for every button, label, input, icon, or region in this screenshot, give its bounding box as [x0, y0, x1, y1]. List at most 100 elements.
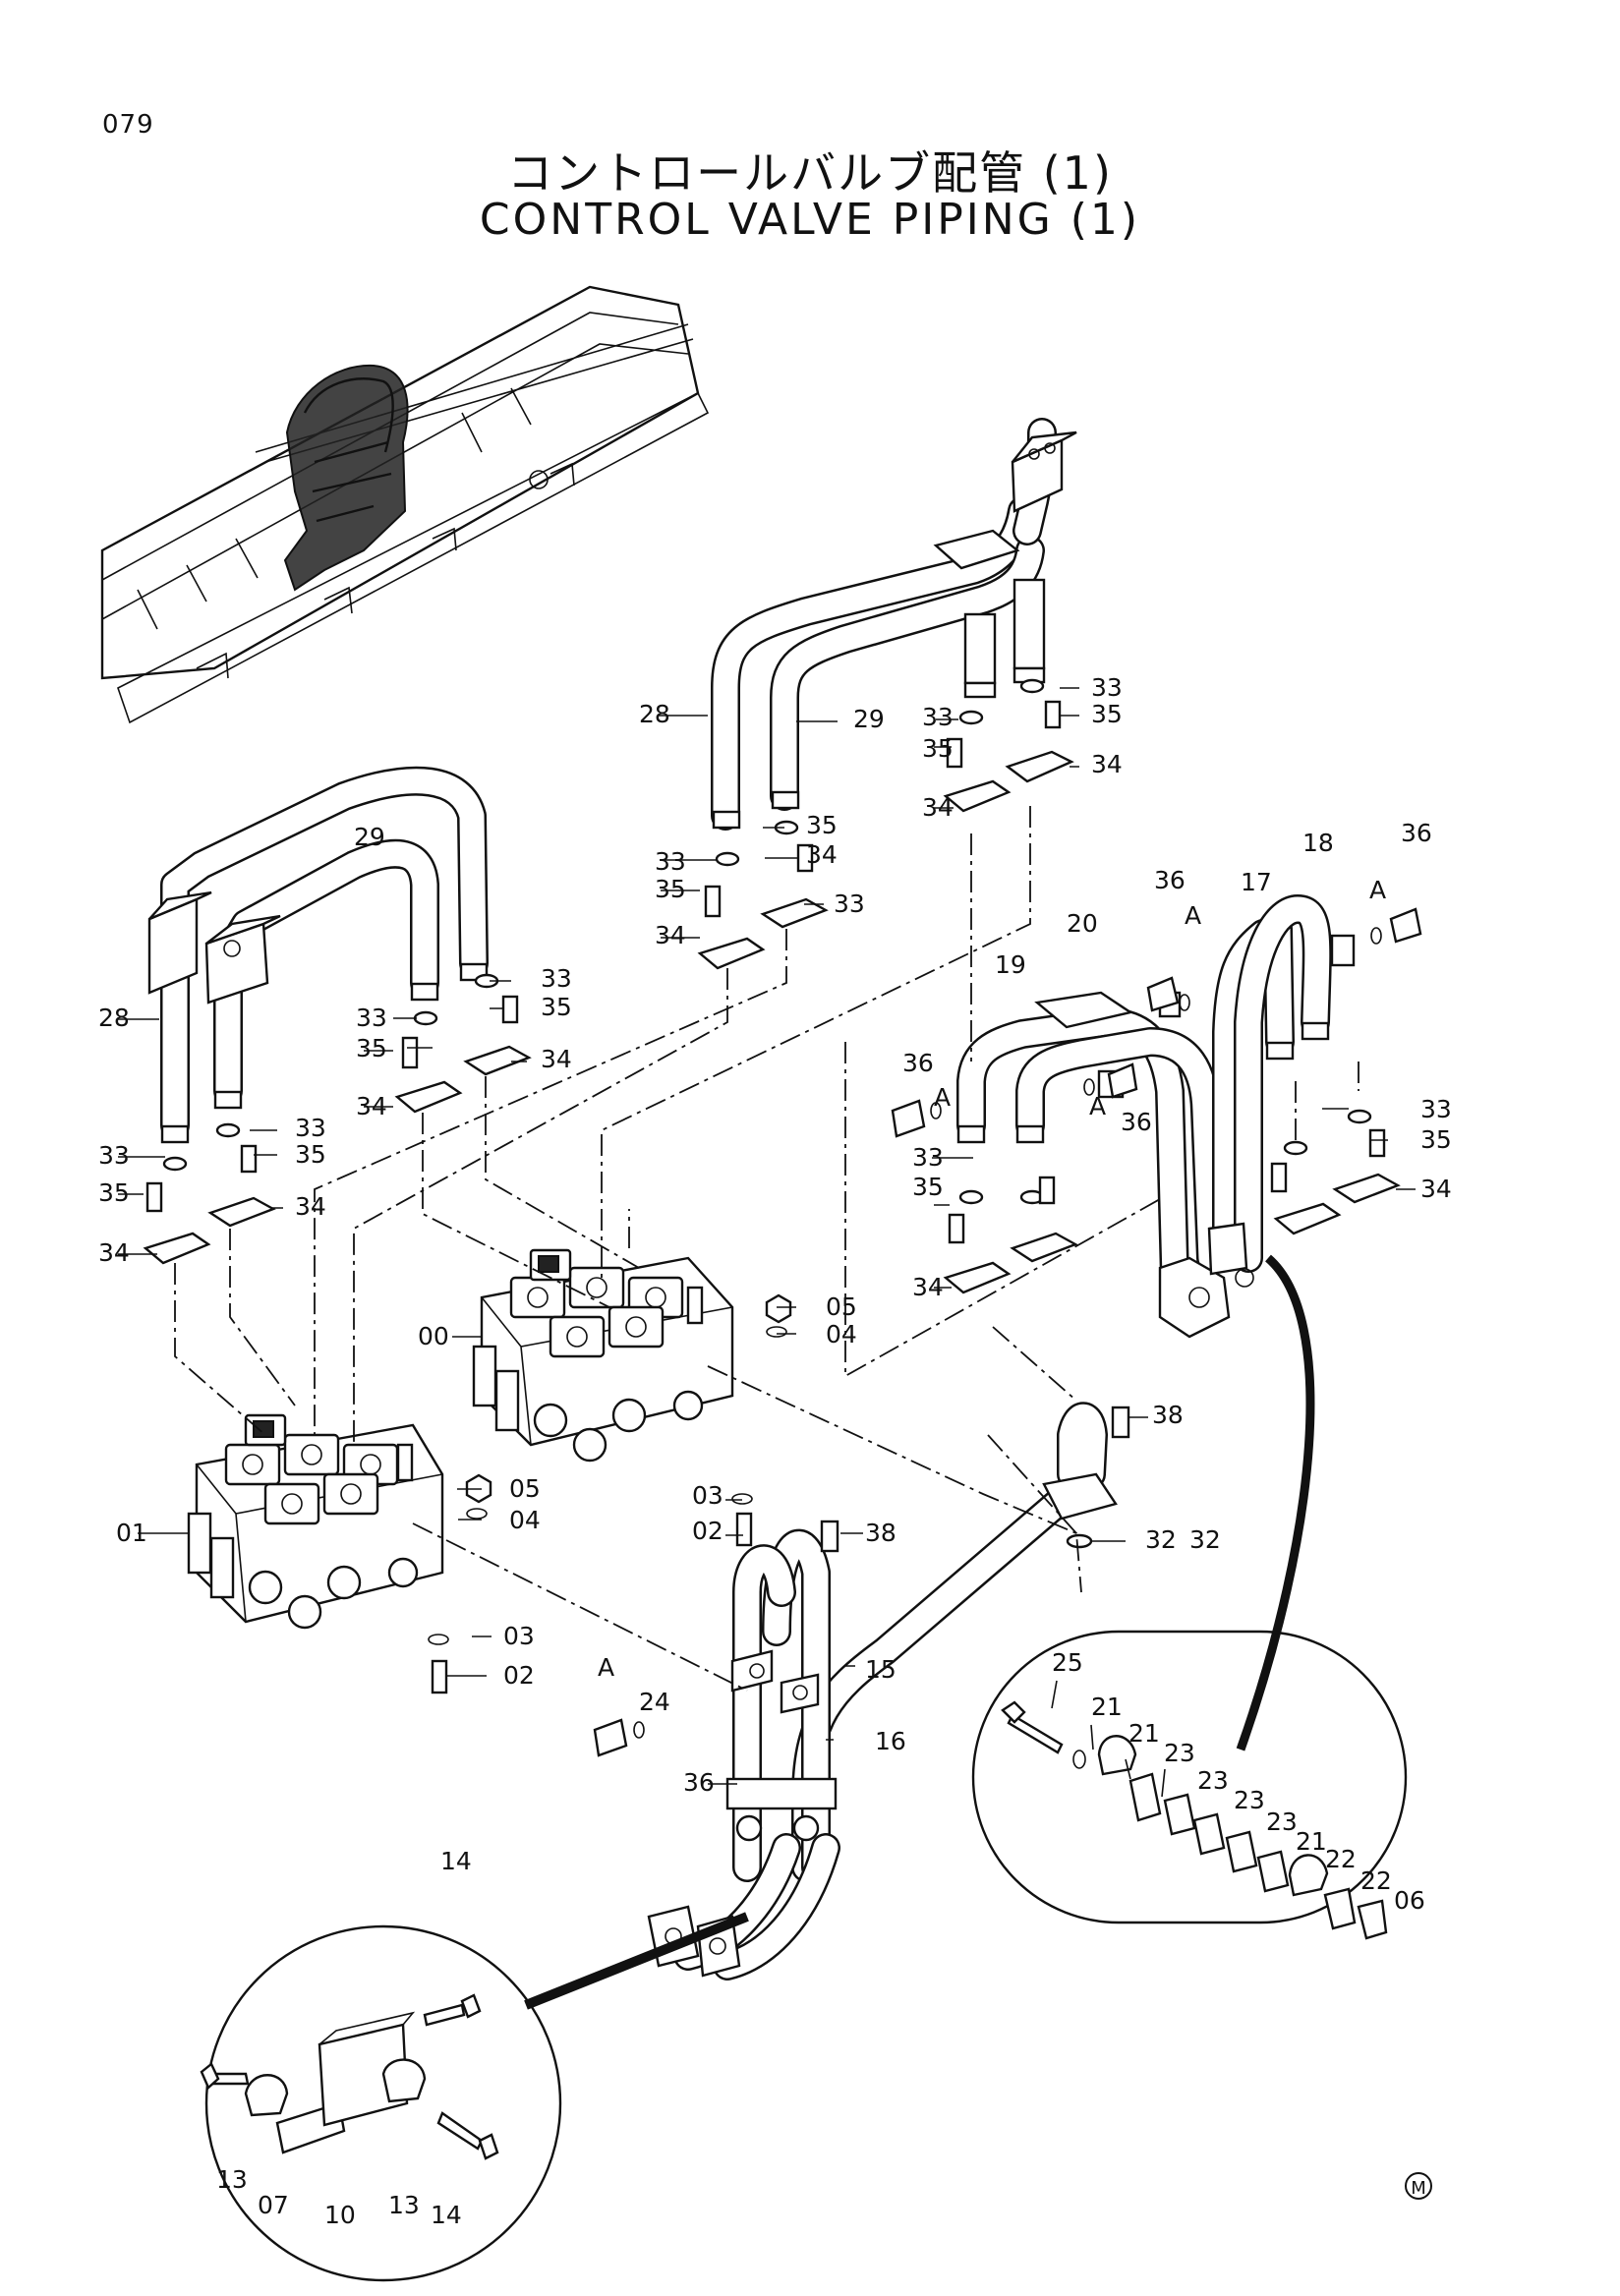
callout-label: 24: [639, 1688, 670, 1716]
callout-label: 34: [98, 1238, 130, 1267]
callout-label: 33: [912, 1143, 944, 1172]
pipe-group-right: [956, 894, 1356, 1339]
callout-label: 20: [1067, 909, 1098, 938]
callout-label: 34: [295, 1192, 326, 1221]
callout-label: 33: [834, 890, 865, 918]
callout-label: 32: [1189, 1525, 1221, 1554]
callout-label: 35: [655, 875, 686, 903]
callout-label: 34: [1091, 750, 1123, 778]
pipe-group-lower: [647, 1402, 1118, 1980]
callout-label: 17: [1241, 868, 1272, 896]
callout-label: 38: [1152, 1401, 1184, 1429]
callout-label: 23: [1197, 1766, 1229, 1795]
callout-label: 05: [826, 1292, 857, 1321]
callout-label: 34: [912, 1273, 944, 1301]
title-english: CONTROL VALVE PIPING (1): [479, 195, 1141, 245]
callout-label: 33: [1420, 1095, 1452, 1123]
control-valve-01: [187, 1413, 444, 1630]
callout-label: 34: [1420, 1175, 1452, 1203]
callout-label: 03: [503, 1622, 535, 1650]
callout-label: 16: [875, 1727, 906, 1755]
flange-groups: [143, 678, 1401, 1294]
callout-label: 34: [541, 1045, 572, 1073]
pipe-pair-left: [147, 766, 489, 1144]
callout-label: 36: [1121, 1108, 1152, 1136]
callout-label: 10: [324, 2201, 356, 2229]
callout-leaders: [118, 687, 1416, 1798]
callout-label: 23: [1234, 1786, 1265, 1814]
callout-label: 35: [1420, 1125, 1452, 1154]
callout-label: 33: [295, 1114, 326, 1142]
callout-label: 28: [98, 1004, 130, 1032]
callout-label: 36: [1401, 819, 1432, 847]
callout-label: 13: [388, 2191, 420, 2219]
callout-label: 38: [865, 1519, 897, 1547]
machine-frame-illustration: [100, 285, 710, 724]
callout-label: 04: [509, 1506, 541, 1534]
callout-label: 13: [216, 2165, 248, 2194]
callout-label: 14: [440, 1847, 472, 1875]
callout-label: 04: [826, 1320, 857, 1349]
callout-label: 28: [639, 700, 670, 728]
callout-label: A: [934, 1083, 951, 1112]
guide-lines: [174, 806, 1360, 1692]
callout-label: 14: [431, 2201, 462, 2229]
clamp-detail-callout: [971, 1630, 1408, 1940]
plug-fittings: [428, 907, 1422, 1757]
callout-label: 34: [922, 793, 954, 822]
callout-label: 21: [1091, 1693, 1123, 1721]
bracket-detail-callout: [200, 1912, 749, 2282]
callout-label: 02: [692, 1517, 723, 1545]
callout-label: 35: [295, 1140, 326, 1169]
title-japanese: コントロールバルブ配管 (1): [507, 146, 1113, 200]
callout-label: 36: [683, 1768, 715, 1797]
callout-label: A: [1185, 901, 1201, 930]
hose-line: [1236, 1254, 1315, 1751]
callout-label: 35: [912, 1173, 944, 1201]
callout-label: 35: [806, 811, 838, 839]
callout-label: 01: [116, 1519, 147, 1547]
callout-label: 23: [1164, 1739, 1195, 1767]
callout-label: 22: [1360, 1866, 1392, 1895]
callout-label: 07: [258, 2191, 289, 2219]
callout-label: A: [1369, 876, 1386, 904]
callout-label: 02: [503, 1661, 535, 1690]
callout-label: 19: [995, 950, 1026, 979]
callout-label: 33: [1091, 673, 1123, 702]
callout-label: 36: [1154, 866, 1186, 894]
callout-label: 35: [356, 1034, 387, 1062]
callout-label: 29: [354, 823, 385, 851]
callout-label: 35: [922, 734, 954, 763]
callout-label: 33: [655, 847, 686, 876]
callout-label: A: [1089, 1092, 1106, 1120]
callout-label: 33: [98, 1141, 130, 1170]
callout-label: A: [598, 1653, 614, 1682]
maker-mark-letter: M: [1411, 2178, 1426, 2199]
callout-label: 35: [98, 1178, 130, 1207]
callout-label: 21: [1128, 1719, 1160, 1748]
callout-label: 36: [902, 1049, 934, 1077]
callout-label: 18: [1302, 829, 1334, 857]
callout-label: 29: [853, 705, 885, 733]
callout-label: 21: [1296, 1827, 1327, 1856]
callout-label: 15: [865, 1655, 897, 1684]
callout-label: 22: [1325, 1845, 1357, 1873]
callout-label: 35: [541, 993, 572, 1021]
callout-label: 00: [418, 1322, 449, 1350]
callout-label: 05: [509, 1474, 541, 1503]
callout-label: 23: [1266, 1808, 1298, 1836]
maker-mark: M: [1405, 2172, 1432, 2200]
callout-label: 33: [541, 964, 572, 993]
callout-label: 34: [655, 921, 686, 949]
callout-label: 34: [356, 1092, 387, 1120]
control-valve-00: [472, 1248, 734, 1463]
callout-label: 33: [922, 703, 954, 731]
callout-label: 03: [692, 1481, 723, 1510]
callout-label: 32: [1145, 1525, 1177, 1554]
callout-label: 06: [1394, 1886, 1425, 1915]
callout-label: 33: [356, 1004, 387, 1032]
pipe-pair-upper: [711, 418, 1077, 831]
callout-label: 35: [1091, 700, 1123, 728]
